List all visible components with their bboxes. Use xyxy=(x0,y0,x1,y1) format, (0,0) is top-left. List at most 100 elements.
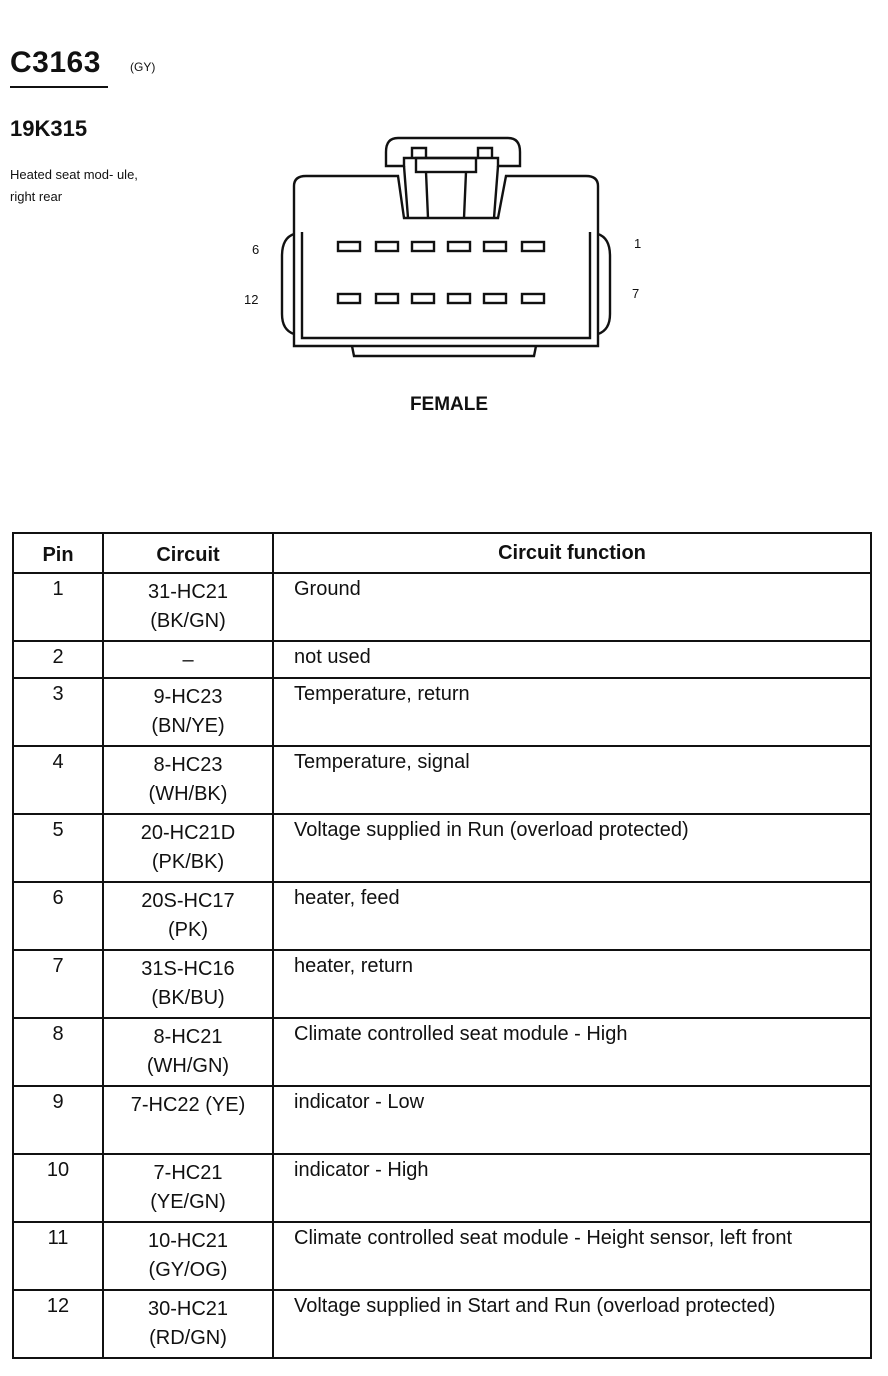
function-cell: Climate controlled seat module - Height … xyxy=(272,1221,872,1291)
table-header-row: Pin Circuit Circuit function xyxy=(12,532,872,574)
circuit-number: 7-HC22 (YE) xyxy=(130,1094,246,1116)
latch-lock-bar xyxy=(414,156,478,174)
pin-cell: 5 xyxy=(12,813,104,883)
circuit-number: 8-HC23 xyxy=(153,754,223,776)
circuit-number: 8-HC21 xyxy=(153,1026,223,1048)
connector-gender-label: FEMALE xyxy=(409,394,489,415)
pinout-table: Pin Circuit Circuit function 1 31-HC21 (B… xyxy=(12,532,872,1359)
table-row: 5 20-HC21D (PK/BK) Voltage supplied in Ru… xyxy=(12,813,872,883)
connector-face-diagram xyxy=(280,136,612,358)
function-cell: Ground xyxy=(272,572,872,642)
circuit-cell: 8-HC23 (WH/BK) xyxy=(102,745,274,815)
column-header-circuit: Circuit xyxy=(102,532,274,574)
terminal-cavity xyxy=(446,240,472,253)
bottom-flange xyxy=(350,345,538,358)
terminal-cavity xyxy=(374,240,400,253)
terminal-row-top xyxy=(336,240,546,253)
terminal-cavity xyxy=(482,292,508,305)
circuit-cell: 8-HC21 (WH/GN) xyxy=(102,1017,274,1087)
part-number: 19K315 xyxy=(10,116,88,141)
function-cell: heater, feed xyxy=(272,881,872,951)
circuit-cell: 31S-HC16 (BK/BU) xyxy=(102,949,274,1019)
circuit-cell: 7-HC21 (YE/GN) xyxy=(102,1153,274,1223)
circuit-cell: 9-HC23(BN/YE) xyxy=(102,677,274,747)
table-row: 3 9-HC23(BN/YE) Temperature, return xyxy=(12,677,872,747)
circuit-cell: 20S-HC17 (PK) xyxy=(102,881,274,951)
pin-cell: 11 xyxy=(12,1221,104,1291)
terminal-cavity xyxy=(410,240,436,253)
pin-cell: 3 xyxy=(12,677,104,747)
wire-color: (WH/GN) xyxy=(146,1055,230,1077)
circuit-cell: 20-HC21D (PK/BK) xyxy=(102,813,274,883)
circuit-cell: – xyxy=(102,640,274,679)
pin-label-top-right: 1 xyxy=(634,236,642,251)
table-row: 7 31S-HC16 (BK/BU) heater, return xyxy=(12,949,872,1019)
function-cell: Temperature, return xyxy=(272,677,872,747)
column-header-function: Circuit function xyxy=(272,532,872,574)
table-row: 9 7-HC22 (YE) indicator - Low xyxy=(12,1085,872,1155)
column-header-pin: Pin xyxy=(12,532,104,574)
connector-id-underline xyxy=(10,86,108,88)
terminal-cavity xyxy=(336,240,362,253)
circuit-cell: 10-HC21 (GY/OG) xyxy=(102,1221,274,1291)
connector-color: (GY) xyxy=(130,60,156,74)
wire-color: (BK/GN) xyxy=(150,610,226,632)
table-row: 12 30-HC21 (RD/GN) Voltage supplied in St… xyxy=(12,1289,872,1359)
left-key xyxy=(280,232,295,336)
function-cell: indicator - High xyxy=(272,1153,872,1223)
wire-color: (GY/OG) xyxy=(148,1259,228,1281)
housing-outline xyxy=(292,174,600,348)
pin-label-bottom-left: 12 xyxy=(244,292,259,307)
circuit-number: 31S-HC16 xyxy=(141,958,235,980)
circuit-number: 10-HC21 xyxy=(147,1230,229,1252)
pin-cell: 6 xyxy=(12,881,104,951)
table-row: 6 20S-HC17 (PK) heater, feed xyxy=(12,881,872,951)
wire-color: (BN/YE) xyxy=(151,715,225,737)
terminal-cavity xyxy=(482,240,508,253)
connector-id: C3163 xyxy=(10,46,101,79)
terminal-cavity xyxy=(520,240,546,253)
pin-label-top-left: 6 xyxy=(252,242,260,257)
table-row: 4 8-HC23 (WH/BK) Temperature, signal xyxy=(12,745,872,815)
terminal-cavity xyxy=(410,292,436,305)
function-cell: Voltage supplied in Start and Run (overl… xyxy=(272,1289,872,1359)
wire-color: (RD/GN) xyxy=(149,1327,227,1349)
terminal-row-bottom xyxy=(336,292,546,305)
connector-description: Heated seat mod- ule, right rear xyxy=(10,167,138,204)
wire-color: (PK) xyxy=(168,919,208,941)
table-row: 10 7-HC21 (YE/GN) indicator - High xyxy=(12,1153,872,1223)
terminal-cavity xyxy=(336,292,362,305)
wire-color: (BK/BU) xyxy=(151,987,225,1009)
terminal-cavity xyxy=(374,292,400,305)
function-cell: Temperature, signal xyxy=(272,745,872,815)
function-cell: Climate controlled seat module - High xyxy=(272,1017,872,1087)
wire-color: (WH/BK) xyxy=(148,783,228,805)
pin-cell: 1 xyxy=(12,572,104,642)
function-cell: heater, return xyxy=(272,949,872,1019)
table-row: 2 – not used xyxy=(12,640,872,679)
terminal-cavity xyxy=(520,292,546,305)
table-row: 1 31-HC21 (BK/GN) Ground xyxy=(12,572,872,642)
function-cell: Voltage supplied in Run (overload protec… xyxy=(272,813,872,883)
circuit-number: 30-HC21 xyxy=(147,1298,229,1320)
circuit-cell: 7-HC22 (YE) xyxy=(102,1085,274,1155)
pin-cell: 4 xyxy=(12,745,104,815)
latch-stem xyxy=(402,165,500,219)
circuit-cell: 30-HC21 (RD/GN) xyxy=(102,1289,274,1359)
housing-inner-line xyxy=(300,232,592,340)
function-cell: indicator - Low xyxy=(272,1085,872,1155)
pin-cell: 12 xyxy=(12,1289,104,1359)
table-row: 8 8-HC21(WH/GN) Climate controlled seat … xyxy=(12,1017,872,1087)
circuit-number: 31-HC21 xyxy=(147,581,229,603)
wire-color: (YE/GN) xyxy=(150,1191,226,1213)
pin-cell: 10 xyxy=(12,1153,104,1223)
pin-cell: 7 xyxy=(12,949,104,1019)
table-row: 11 10-HC21 (GY/OG) Climate controlled sea… xyxy=(12,1221,872,1291)
circuit-cell: 31-HC21 (BK/GN) xyxy=(102,572,274,642)
wire-color: (PK/BK) xyxy=(151,851,225,873)
latch-outline xyxy=(384,136,522,168)
circuit-number: 7-HC21 xyxy=(153,1162,223,1184)
function-cell: not used xyxy=(272,640,872,679)
circuit-number: 20S-HC17 xyxy=(141,890,235,912)
circuit-number: 20-HC21D xyxy=(140,822,236,844)
